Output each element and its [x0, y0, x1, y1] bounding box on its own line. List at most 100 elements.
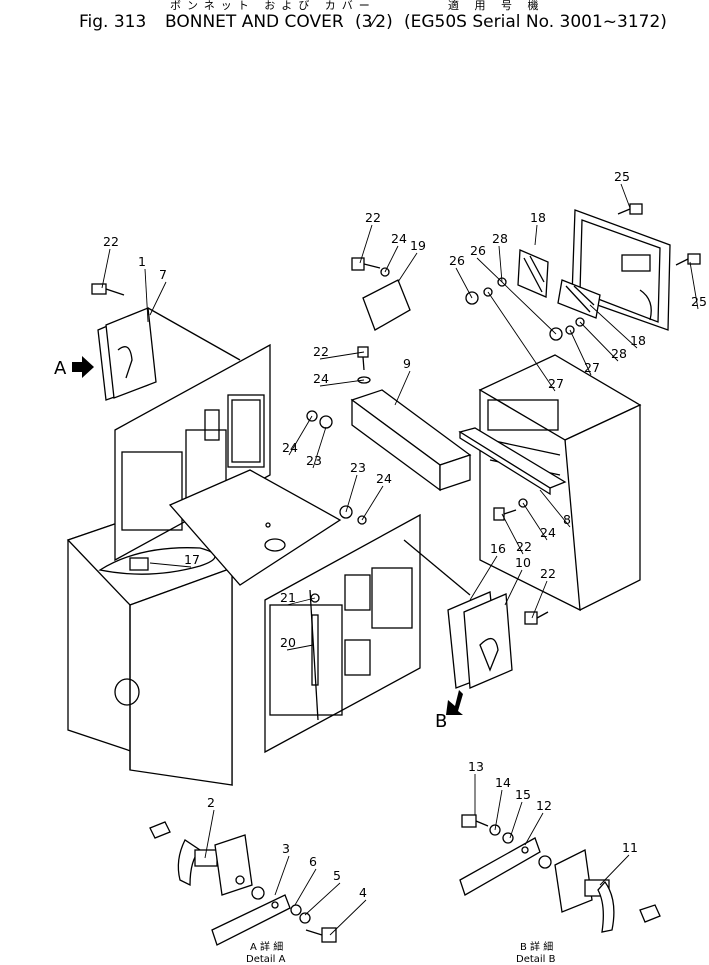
callout-number: 22: [516, 539, 532, 554]
callout-leader-line: [274, 855, 290, 896]
detail-a-caption-jp: A 詳 細: [250, 942, 284, 953]
callout-leader-line: [501, 513, 524, 555]
detail-b-caption: Detail B: [516, 954, 556, 965]
view-letter-a: A: [54, 358, 67, 379]
callout-number: 14: [495, 775, 511, 790]
detail-b-latch: [459, 814, 661, 933]
callout-leader-line: [101, 248, 111, 289]
callout-number: 24: [540, 525, 556, 540]
callout-number: 26: [449, 253, 465, 268]
callout-leader-line: [509, 801, 523, 839]
right-cabinet: [478, 354, 642, 612]
callout-number: 4: [359, 885, 367, 900]
callout-number: 8: [563, 512, 571, 527]
view-arrow-b: B: [435, 690, 463, 732]
view-arrow-a: A: [54, 356, 94, 379]
detail-b-caption-jp: B 詳 細: [520, 942, 554, 953]
callout-number: 2: [207, 795, 215, 810]
callout-leader-line: [620, 183, 631, 209]
callout-leader-line: [384, 245, 399, 273]
callout-number: 24: [282, 440, 298, 455]
callout-leader-line: [494, 789, 503, 831]
callout-leader-line: [359, 224, 373, 264]
japanese-title: ボンネット および カバー: [170, 0, 376, 12]
callout-number: 10: [515, 555, 531, 570]
callout-number: 28: [611, 346, 627, 361]
callout-leader-line: [149, 281, 167, 316]
callout-leader-line: [534, 224, 538, 246]
callout-leader-line: [345, 474, 358, 513]
callout-number: 3: [282, 841, 290, 856]
callout-number: 28: [492, 231, 508, 246]
door-b-assembly: [403, 539, 513, 689]
callout-leader-line: [149, 562, 192, 568]
callout-number: 18: [630, 333, 646, 348]
callout-number: 25: [614, 169, 630, 184]
callout-number: 1: [138, 254, 146, 269]
callout-number: 22: [365, 210, 381, 225]
door-a-assembly: [97, 307, 241, 401]
serial-range: (EG50S Serial No. 3001~3172): [404, 12, 667, 32]
callout-leader-line: [361, 485, 384, 521]
callout-number: 23: [350, 460, 366, 475]
callout-number: 16: [490, 541, 506, 556]
callout-leader-line: [579, 321, 619, 362]
callout-number: 20: [280, 635, 296, 650]
figure-title: BONNET AND COVER: [165, 12, 344, 32]
callout-leader-line: [288, 415, 313, 456]
callout-number: 21: [280, 590, 296, 605]
callout-leader-line: [469, 555, 498, 601]
bonnet-housing: [66, 504, 234, 786]
glass-panels: [517, 249, 601, 319]
callout-leader-line: [498, 245, 503, 283]
callout-number: 17: [184, 552, 200, 567]
bar: [458, 427, 567, 496]
callout-leader-line: [394, 370, 411, 406]
callout-leader-line: [504, 569, 523, 606]
callout-leader-line: [455, 267, 473, 299]
callout-number: 22: [103, 234, 119, 249]
callout-leader-line: [569, 329, 592, 376]
callout-leader-line: [397, 252, 418, 283]
callout-leader-line: [286, 644, 314, 651]
callout-leader-line: [539, 489, 571, 528]
callout-layer: 1234567891011121314151617181819202122222…: [101, 169, 707, 936]
callout-number: 13: [468, 759, 484, 774]
callout-leader-line: [304, 882, 341, 916]
callout-number: 11: [622, 840, 638, 855]
detail-a-caption: Detail A: [246, 954, 286, 965]
callout-number: 19: [410, 238, 426, 253]
beam: [350, 389, 472, 492]
callout-leader-line: [286, 597, 316, 606]
fastener-hardware: [91, 203, 701, 625]
callout-leader-line: [476, 257, 557, 335]
callout-number: 27: [584, 360, 600, 375]
callout-number: 9: [403, 356, 411, 371]
callout-number: 22: [313, 344, 329, 359]
callout-leader-line: [524, 812, 544, 846]
callout-number: 24: [391, 231, 407, 246]
callout-number: 26: [470, 243, 486, 258]
callout-number: 22: [540, 566, 556, 581]
base-plate: [168, 469, 342, 586]
callout-leader-line: [329, 899, 367, 936]
callout-leader-line: [599, 854, 630, 886]
callout-leader-line: [689, 261, 699, 310]
callout-leader-line: [319, 379, 365, 387]
callout-number: 24: [376, 471, 392, 486]
callout-number: 6: [309, 854, 317, 869]
callout-number: 15: [515, 787, 531, 802]
callout-number: 7: [159, 267, 167, 282]
callout-leader-line: [294, 868, 317, 906]
detail-a-latch: [149, 821, 337, 946]
center-front-panel: [264, 513, 421, 754]
callout-leader-line: [531, 580, 548, 619]
callout-number: 25: [691, 294, 707, 309]
cover-plate: [362, 279, 411, 331]
japanese-applicability-label: 適 用 号 機: [448, 0, 545, 12]
callout-number: 18: [530, 210, 546, 225]
callout-number: 27: [548, 376, 564, 391]
callout-leader-line: [487, 291, 556, 392]
